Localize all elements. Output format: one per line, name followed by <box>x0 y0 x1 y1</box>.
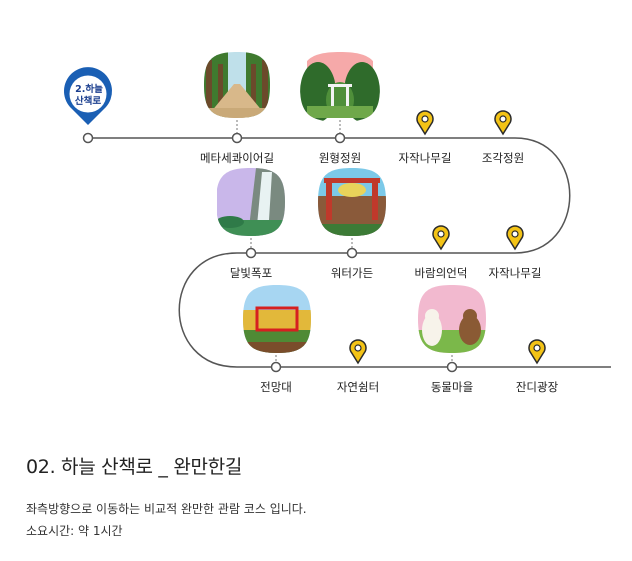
map-pin-hole <box>533 344 541 352</box>
route-stop: 바람의언덕 <box>415 225 468 280</box>
stop-label: 바람의언덕 <box>415 266 468 280</box>
route-stop: 동물마을 <box>431 361 473 394</box>
route-dot-start <box>82 132 94 144</box>
stop-label: 원형정원 <box>319 151 361 165</box>
start-marker: 2.하늘 산책로 <box>64 67 113 144</box>
route-stop: 자작나무길 <box>489 225 542 280</box>
map-pin-hole <box>354 344 362 352</box>
course-title: 02. 하늘 산책로 _ 완만한길 <box>26 456 243 478</box>
start-marker-badge <box>69 75 107 113</box>
route-dot <box>270 361 282 373</box>
photo-circular-garden <box>300 52 380 133</box>
stop-label: 자작나무길 <box>399 151 452 165</box>
route-line <box>88 137 611 368</box>
route-stop: 잔디광장 <box>516 339 559 394</box>
stop-label: 자연쉼터 <box>337 380 379 394</box>
stop-label: 메타세콰이어길 <box>200 151 274 165</box>
stop-label: 동물마을 <box>431 380 473 394</box>
photo-animal-village <box>418 285 486 362</box>
map-pin-hole <box>511 230 519 238</box>
route-dot <box>446 361 458 373</box>
course-description: 좌측방향으로 이동하는 비교적 완만한 관람 코스 입니다. <box>26 502 307 516</box>
course-duration: 소요시간: 약 1시간 <box>26 524 123 538</box>
stop-label: 달빛폭포 <box>230 266 272 280</box>
route-dot <box>245 247 257 259</box>
route-stop: 자연쉼터 <box>337 339 379 394</box>
stop-label: 잔디광장 <box>516 380 559 394</box>
stop-label: 조각정원 <box>482 151 524 165</box>
route-dot <box>346 247 358 259</box>
photo-water-garden <box>318 168 386 248</box>
map-pin-hole <box>421 115 429 123</box>
route-stop: 달빛폭포 <box>230 247 272 280</box>
route-stop: 원형정원 <box>319 132 361 165</box>
stop-label: 자작나무길 <box>489 266 542 280</box>
course-route-map: 2.하늘 산책로 <box>64 52 611 394</box>
route-stop: 조각정원 <box>482 110 524 165</box>
map-pin-hole <box>499 115 507 123</box>
route-stop: 워터가든 <box>331 247 373 280</box>
route-stop: 전망대 <box>260 361 292 394</box>
photo-moonlight-waterfall <box>216 168 285 248</box>
route-stop: 메타세콰이어길 <box>200 132 274 165</box>
photo-metasequoia-road <box>204 52 270 133</box>
start-marker-line1: 2.하늘 <box>75 83 103 95</box>
stop-label: 워터가든 <box>331 266 373 280</box>
start-marker-line2: 산책로 <box>75 95 101 107</box>
route-dot <box>231 132 243 144</box>
photo-observatory <box>243 285 311 362</box>
map-pin-hole <box>437 230 445 238</box>
stop-label: 전망대 <box>260 380 292 394</box>
route-dot <box>334 132 346 144</box>
route-stop: 자작나무길 <box>399 110 452 165</box>
